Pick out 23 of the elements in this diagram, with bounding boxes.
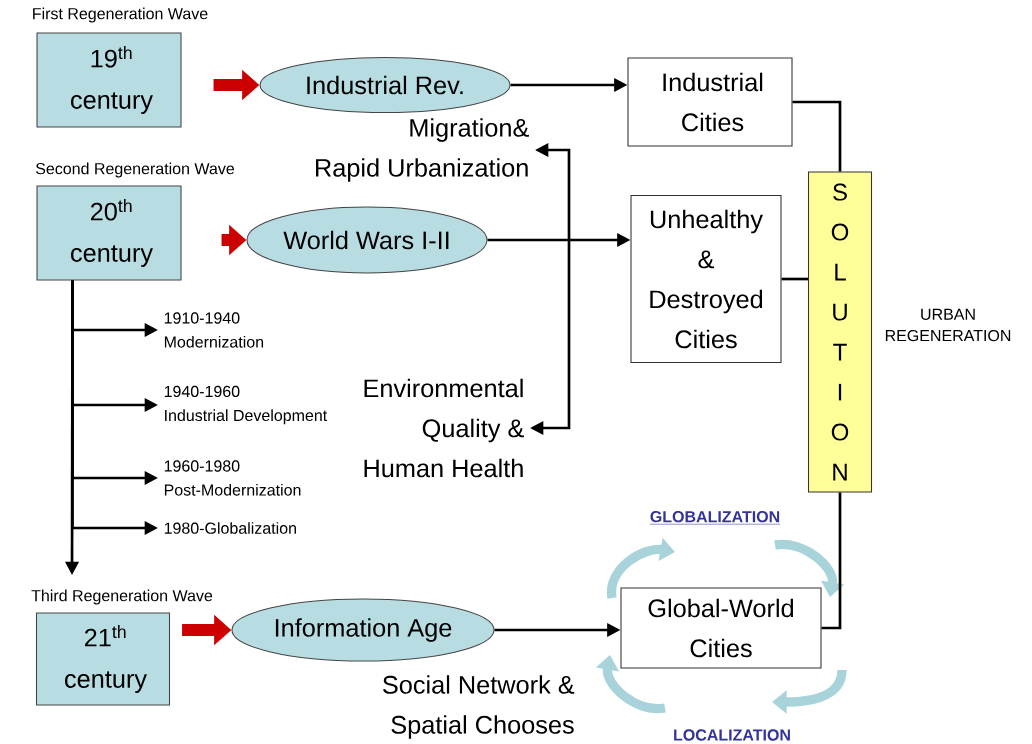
city-box: Industrial Cities [627,57,793,147]
text-label: Environmental Quality & Human Health [364,378,524,478]
timeline-label: 1980-Globalization [164,522,296,534]
connector-line [821,492,842,630]
text-label: Social Network & Spatial Chooses [383,675,575,739]
city-box: Global-World Cities [620,587,822,669]
timeline-label: 1940-1960 Industrial Development [164,385,328,425]
city-box: Unhealthy & Destroyed Cities [630,194,782,364]
heading: Third Regeneration Wave [31,589,213,605]
text-label: LOCALIZATION [674,729,790,741]
connector-line [792,100,842,172]
timeline-label: 1910-1940 Modernization [164,312,264,348]
text-label: URBAN REGENERATION [885,308,1011,342]
heading: Second Regeneration Wave [35,162,234,178]
solution-bar: S O L U T I O N [807,171,873,493]
text-label: Migration& Rapid Urbanization [316,118,529,182]
heading: First Regeneration Wave [33,7,208,23]
century-box: 19$^{th}$ century [36,32,182,128]
timeline-label: 1960-1980 Post-Modernization [164,460,301,496]
text-label: GLOBALIZATION [649,511,781,525]
century-box: 21$^{th}$ century [35,612,171,706]
connector-line [781,277,808,281]
century-box: 20$^{th}$ century [36,185,182,281]
